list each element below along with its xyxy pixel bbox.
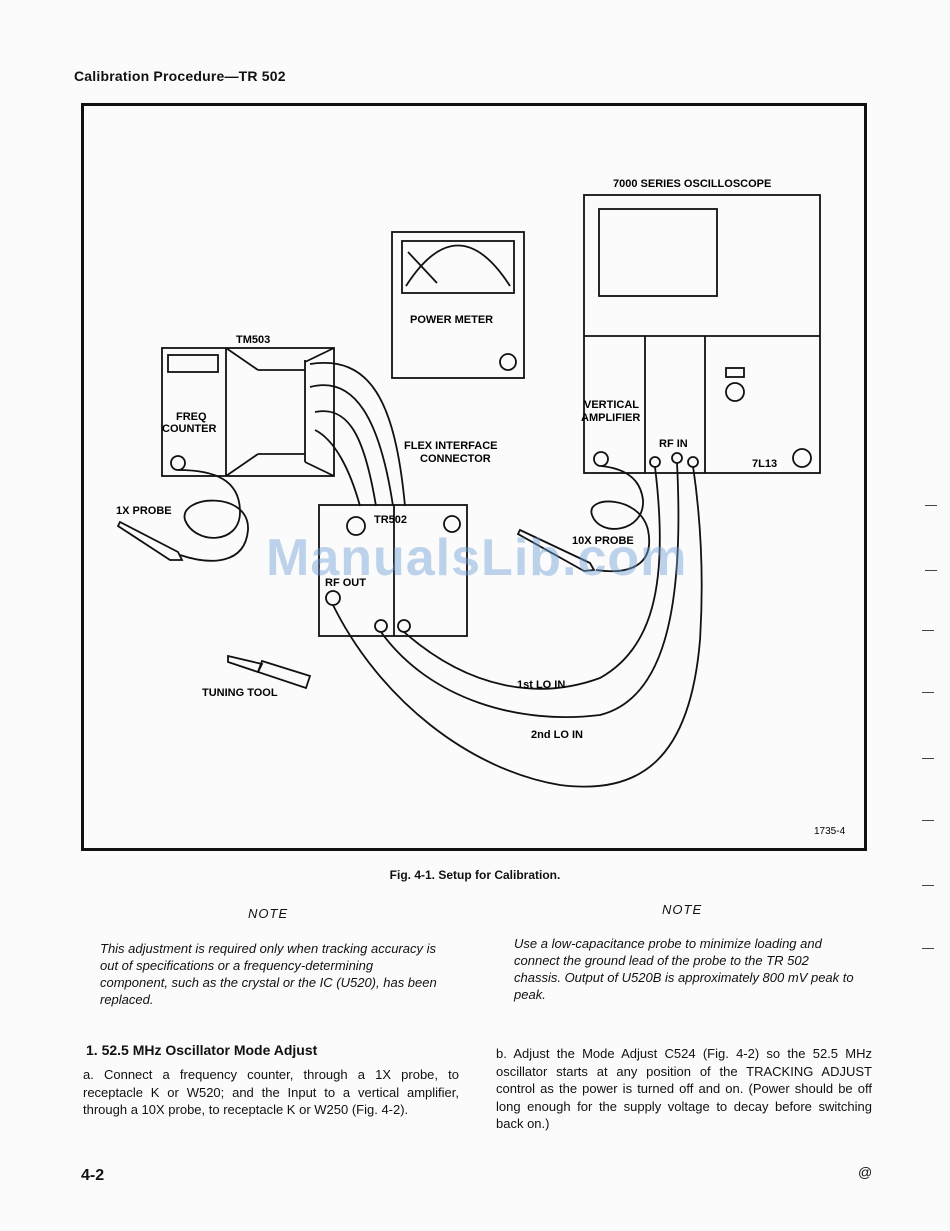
margin-mark	[922, 948, 934, 949]
rf-in-connector-3	[687, 456, 699, 468]
tr502-plugin	[318, 504, 468, 637]
margin-mark	[922, 692, 934, 693]
rf-in-connector-1	[649, 456, 661, 468]
oscilloscope-screen	[598, 208, 718, 297]
label-amplifier: AMPLIFIER	[581, 412, 640, 424]
tm503-mainframe	[161, 347, 335, 477]
margin-mark	[922, 885, 934, 886]
section-para-b: b. Adjust the Mode Adjust C524 (Fig. 4-2…	[496, 1046, 872, 1131]
margin-mark	[922, 758, 934, 759]
label-oscilloscope: 7000 SERIES OSCILLOSCOPE	[613, 178, 771, 190]
figure-number: 1735-4	[814, 826, 846, 837]
label-1x-probe: 1X PROBE	[116, 505, 172, 517]
vertical-input-connector	[593, 451, 609, 467]
page-number: 4-2	[81, 1167, 105, 1184]
label-flex-interface: FLEX INTERFACE	[404, 440, 498, 452]
watermark: ManualsLib.com	[266, 529, 688, 587]
section-para-a: a. Connect a frequency counter, through …	[83, 1067, 459, 1117]
scope-button	[725, 367, 745, 378]
scope-knob	[725, 382, 745, 402]
plugin-knob	[792, 448, 812, 468]
label-tuning-tool: TUNING TOOL	[202, 687, 278, 699]
figure-caption: Fig. 4-1. Setup for Calibration.	[389, 868, 561, 882]
label-freq: FREQ	[176, 411, 207, 423]
calibration-setup-figure	[81, 103, 867, 851]
section-title: 1. 52.5 MHz Oscillator Mode Adjust	[86, 1042, 318, 1058]
power-meter-dial	[401, 240, 515, 294]
note-right-text: Use a low-capacitance probe to minimize …	[514, 936, 854, 1002]
label-7l13: 7L13	[752, 458, 777, 470]
margin-mark	[922, 820, 934, 821]
rf-out-connector	[325, 590, 341, 606]
lo1-connector	[374, 619, 388, 633]
page-header: Calibration Procedure—TR 502	[74, 68, 286, 84]
label-rf-out: RF OUT	[325, 577, 366, 589]
label-tr502: TR502	[374, 514, 407, 526]
label-tm503: TM503	[236, 334, 270, 346]
label-rf-in: RF IN	[659, 438, 688, 450]
oscilloscope-body	[583, 194, 821, 474]
label-2nd-lo-in: 2nd LO IN	[531, 729, 583, 741]
tr502-knob-left	[346, 516, 366, 536]
label-vertical: VERTICAL	[584, 399, 639, 411]
label-counter: COUNTER	[162, 423, 216, 435]
label-10x-probe: 10X PROBE	[572, 535, 634, 547]
power-meter-knob	[499, 353, 517, 371]
label-connector: CONNECTOR	[420, 453, 491, 465]
footer-mark: @	[858, 1164, 873, 1180]
power-meter-body	[391, 231, 525, 379]
rf-in-connector-2	[671, 452, 683, 464]
note-left-title: NOTE	[248, 906, 289, 921]
label-power-meter: POWER METER	[410, 314, 493, 326]
margin-mark	[925, 505, 937, 506]
label-1st-lo-in: 1st LO IN	[517, 679, 565, 691]
margin-mark	[925, 570, 937, 571]
margin-mark	[922, 630, 934, 631]
lo2-connector	[397, 619, 411, 633]
note-right-title: NOTE	[662, 902, 703, 917]
tr502-knob-right	[443, 515, 461, 533]
note-left-text: This adjustment is required only when tr…	[100, 941, 437, 1007]
freq-counter-input	[170, 455, 186, 471]
